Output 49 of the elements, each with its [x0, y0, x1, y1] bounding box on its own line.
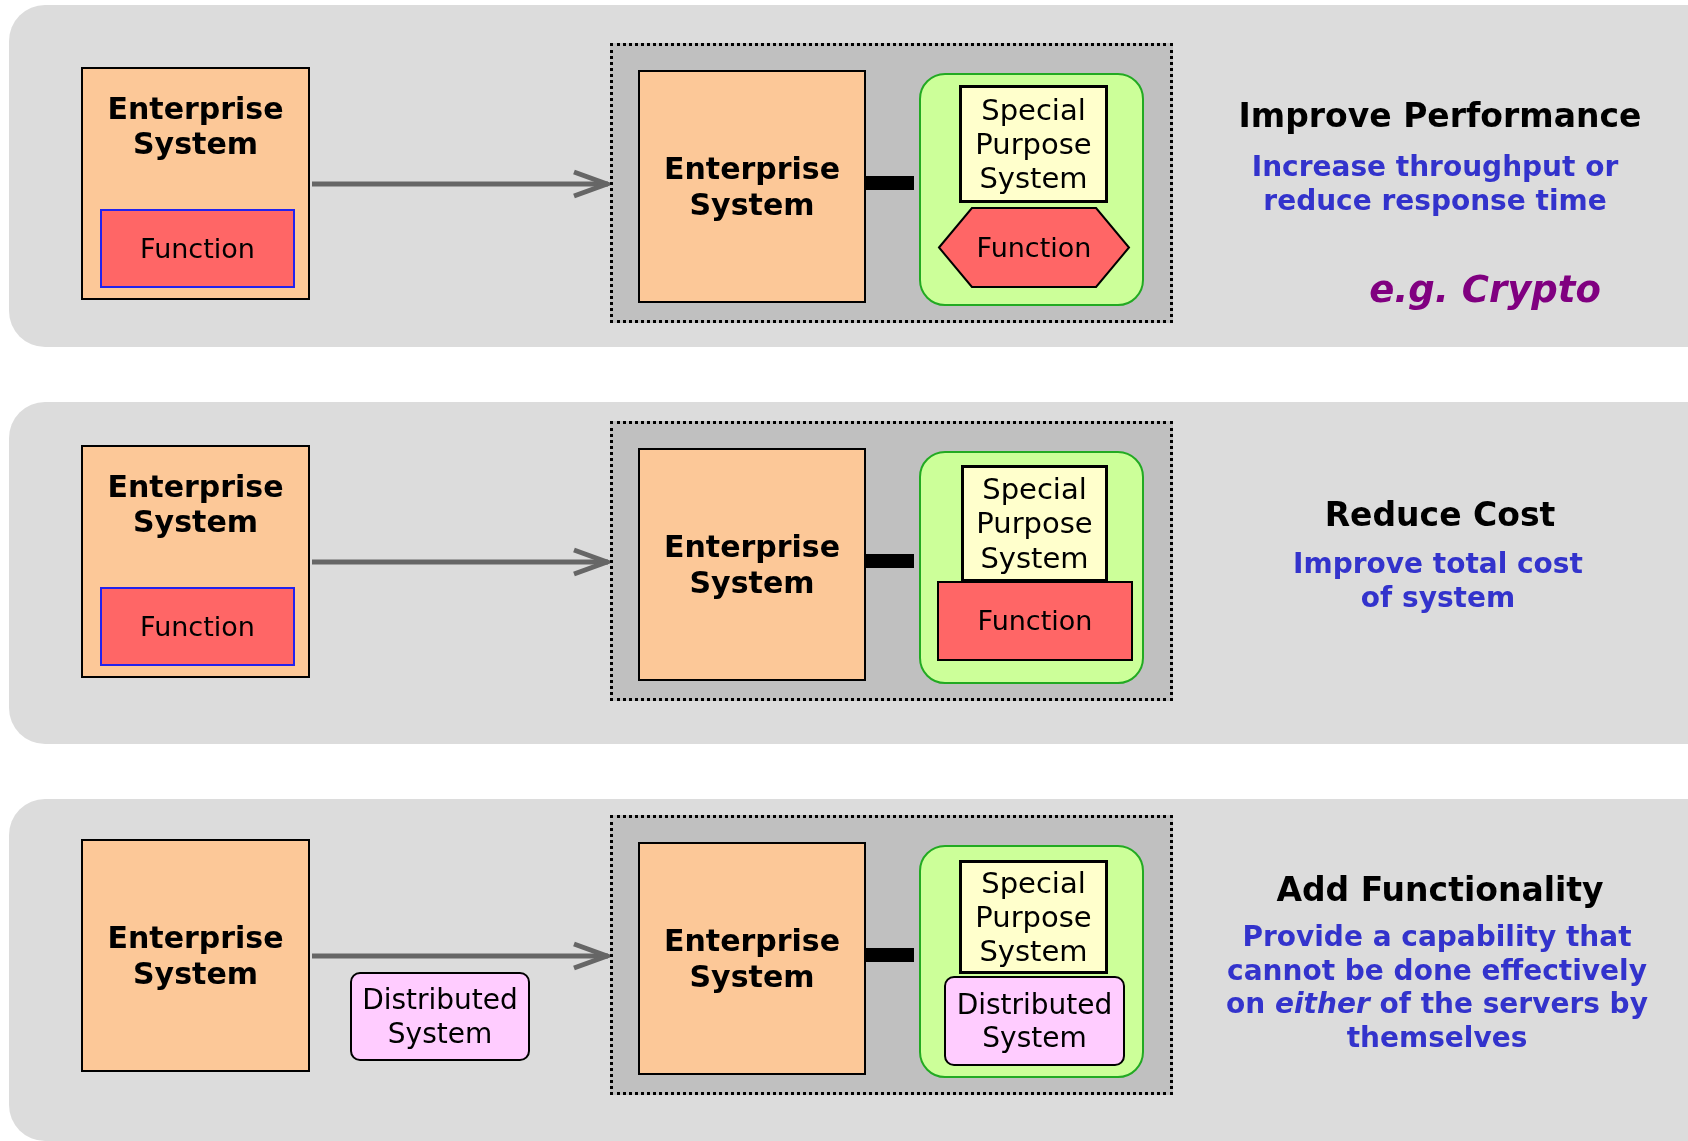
system-box: [638, 70, 866, 303]
function-box: [100, 209, 295, 288]
function-hexagon: [937, 206, 1131, 289]
description: Provide a capability that cannot be done effectively on either of the servers by themselves: [1225, 920, 1649, 1055]
dotted-container: [610, 421, 1173, 701]
node-label: Function: [975, 231, 1093, 264]
node-label: Function: [976, 605, 1094, 637]
system-box: [81, 839, 310, 1072]
system-box: [638, 448, 866, 681]
node-label: Enterprise System: [106, 91, 285, 162]
system-box: [959, 85, 1108, 203]
system-box: [961, 465, 1108, 582]
function-box: [100, 587, 295, 666]
node-label: Enterprise System: [662, 923, 842, 994]
node-label: Enterprise System: [106, 469, 285, 540]
dotted-container: [610, 43, 1173, 323]
connector-bar: [865, 176, 914, 190]
system-box: [81, 67, 310, 300]
connector-bar: [865, 948, 914, 962]
heading: Add Functionality: [1275, 870, 1605, 910]
system-box: [81, 445, 310, 678]
rounded-container: [919, 73, 1144, 306]
dotted-container: [610, 815, 1173, 1095]
node-label: Special Purpose System: [975, 472, 1094, 575]
example-note: e.g. Crypto: [1368, 268, 1602, 313]
node-label: Distributed System: [361, 983, 519, 1050]
rounded-container: [919, 451, 1144, 684]
system-box: [959, 860, 1108, 974]
description: Increase throughput or reduce response time: [1250, 150, 1620, 218]
node-label: Distributed System: [955, 987, 1114, 1055]
node-label: Special Purpose System: [974, 92, 1093, 196]
rounded-container: [919, 845, 1144, 1078]
system-box: [350, 972, 530, 1061]
node-label: Enterprise System: [106, 920, 285, 991]
function-box: [937, 581, 1133, 661]
heading: Reduce Cost: [1323, 495, 1557, 535]
arrow: [312, 941, 610, 971]
node-label: Function: [139, 232, 256, 265]
connector-bar: [865, 554, 914, 568]
system-box: [944, 976, 1125, 1066]
arrow: [312, 169, 610, 199]
description: Improve total cost of system: [1292, 547, 1584, 615]
node-label: Function: [139, 610, 256, 643]
heading: Improve Performance: [1237, 96, 1643, 136]
arrow: [312, 547, 610, 577]
node-label: Special Purpose System: [974, 865, 1093, 969]
node-label: Enterprise System: [662, 529, 842, 600]
node-label: Enterprise System: [662, 151, 842, 222]
system-box: [638, 842, 866, 1075]
